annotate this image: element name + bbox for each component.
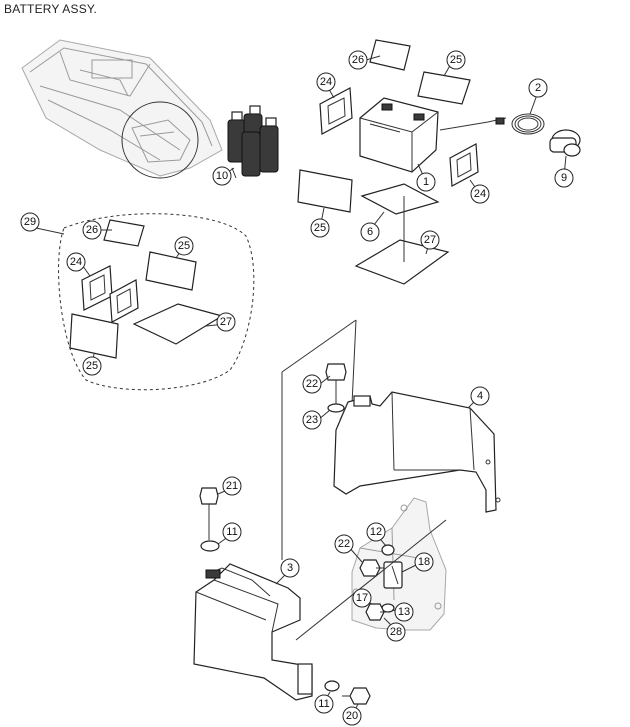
svg-text:12: 12 <box>370 526 382 538</box>
callout: 21 <box>222 476 242 496</box>
svg-text:13: 13 <box>398 606 410 618</box>
callout: 1 <box>416 172 436 192</box>
callout: 12 <box>366 522 386 542</box>
callout: 13 <box>394 602 414 622</box>
svg-text:3: 3 <box>287 562 293 574</box>
diagram-title: BATTERY ASSY. <box>4 2 98 16</box>
bolt-28 <box>365 603 388 621</box>
washer-11-mid <box>200 540 220 552</box>
pad-25-front <box>297 169 353 213</box>
battery <box>359 97 439 173</box>
callout: 25 <box>82 356 102 376</box>
svg-text:2: 2 <box>535 82 541 94</box>
svg-text:24: 24 <box>70 256 82 268</box>
svg-text:20: 20 <box>346 710 358 722</box>
callout: 10 <box>212 166 232 186</box>
pad-25-top <box>417 71 471 105</box>
callout: 24 <box>316 72 336 92</box>
svg-text:27: 27 <box>220 316 232 328</box>
callout: 3 <box>280 558 300 578</box>
svg-text:24: 24 <box>474 188 486 200</box>
callout: 25 <box>446 50 466 70</box>
relay <box>383 561 403 589</box>
vehicle-overview <box>21 39 223 179</box>
battery-cell-pack <box>227 105 279 179</box>
cable-coil <box>439 113 545 135</box>
svg-text:21: 21 <box>226 480 238 492</box>
callout: 11 <box>222 522 242 542</box>
svg-text:18: 18 <box>418 556 430 568</box>
svg-text:29: 29 <box>24 216 36 228</box>
svg-text:4: 4 <box>477 390 483 402</box>
washer-12 <box>381 544 395 556</box>
bolt-20 <box>342 687 371 705</box>
callout: 27 <box>420 230 440 250</box>
svg-text:24: 24 <box>320 76 332 88</box>
svg-text:27: 27 <box>424 234 436 246</box>
svg-text:25: 25 <box>314 222 326 234</box>
kit-pad-26 <box>103 219 145 247</box>
pad-6 <box>360 183 440 215</box>
svg-text:25: 25 <box>450 54 462 66</box>
kit-spacer-24-a <box>81 265 113 311</box>
svg-text:11: 11 <box>318 698 329 710</box>
kit-29-outline <box>58 213 255 391</box>
detail-circle <box>121 101 199 179</box>
callout: 22 <box>334 534 354 554</box>
kit-spacer-24-b <box>109 279 139 323</box>
pad-26-top <box>369 39 411 71</box>
callout: 18 <box>414 552 434 572</box>
tray-bracket <box>333 391 501 513</box>
svg-text:23: 23 <box>306 414 318 426</box>
kit-pad-27 <box>132 303 224 345</box>
kit-pad-25 <box>145 251 197 291</box>
callout: 26 <box>82 220 102 240</box>
callout: 9 <box>554 168 574 188</box>
callout: 25 <box>174 236 194 256</box>
callout: 26 <box>348 50 368 70</box>
svg-text:11: 11 <box>226 526 237 538</box>
connector-knob <box>549 129 581 157</box>
callout: 22 <box>302 374 322 394</box>
callout: 24 <box>470 184 490 204</box>
spacer-24-right <box>449 143 479 187</box>
callout: 28 <box>386 622 406 642</box>
bolt-21 <box>199 487 219 540</box>
svg-text:26: 26 <box>86 224 98 236</box>
svg-text:26: 26 <box>352 54 364 66</box>
callout: 25 <box>310 218 330 238</box>
battery-cover <box>193 563 313 701</box>
svg-text:1: 1 <box>423 176 429 188</box>
svg-text:17: 17 <box>356 592 368 604</box>
svg-text:9: 9 <box>561 172 567 184</box>
leader-line <box>351 319 357 405</box>
washer-23 <box>327 403 345 413</box>
callout: 29 <box>20 212 40 232</box>
callout: 27 <box>216 312 236 332</box>
pad-27 <box>354 239 450 285</box>
svg-text:25: 25 <box>178 240 190 252</box>
callout: 4 <box>470 386 490 406</box>
kit-pad-25-lower <box>69 313 119 359</box>
callout: 11 <box>314 694 334 714</box>
svg-text:25: 25 <box>86 360 98 372</box>
callout: 2 <box>528 78 548 98</box>
callout: 24 <box>66 252 86 272</box>
svg-text:28: 28 <box>390 626 402 638</box>
callout: 6 <box>360 222 380 242</box>
callout: 23 <box>302 410 322 430</box>
callout: 20 <box>342 706 362 726</box>
spacer-24-left <box>319 87 353 135</box>
washer-11-lower <box>324 680 340 692</box>
svg-text:10: 10 <box>216 170 228 182</box>
leader-line <box>281 319 357 373</box>
svg-text:22: 22 <box>338 538 350 550</box>
svg-text:22: 22 <box>306 378 318 390</box>
bolt-22-upper <box>325 363 347 408</box>
callout: 17 <box>352 588 372 608</box>
leader-line <box>295 519 447 641</box>
svg-text:6: 6 <box>367 226 373 238</box>
